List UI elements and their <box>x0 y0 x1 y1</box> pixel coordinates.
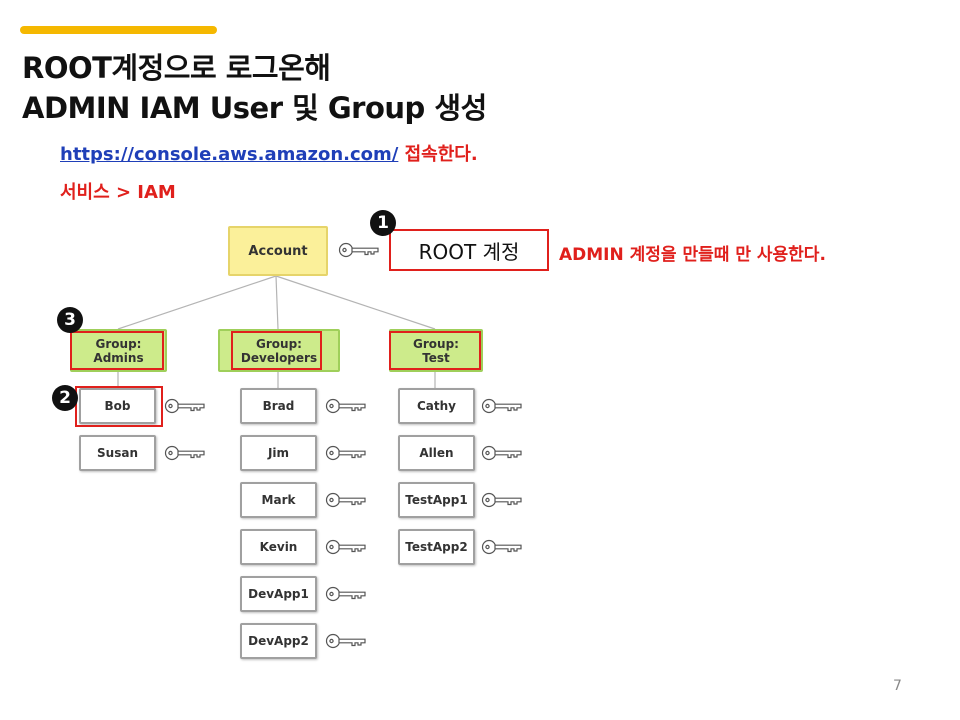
key-icon <box>481 398 522 414</box>
group-test-label1: Group: <box>413 336 459 351</box>
badge-2: 2 <box>52 385 78 411</box>
group-developers-label2: Developers <box>240 350 318 365</box>
key-icon <box>481 539 522 555</box>
user-mark: Mark <box>240 482 317 518</box>
key-icon <box>164 445 205 461</box>
group-admins-label2: Admins <box>93 350 144 365</box>
key-icon <box>325 445 366 461</box>
user-susan: Susan <box>79 435 156 471</box>
service-path: 서비스 > IAM <box>60 182 176 203</box>
group-developers-label1: Group: <box>256 336 302 351</box>
highlight-group-admins <box>70 331 164 370</box>
highlight-user-bob <box>75 386 163 427</box>
root-account-box: ROOT 계정 <box>389 229 549 271</box>
user-jim: Jim <box>240 435 317 471</box>
key-icon <box>325 492 366 508</box>
key-icon <box>338 242 379 258</box>
root-account-note: ADMIN 계정을 만들때 만 사용한다. <box>559 245 826 265</box>
key-icon <box>325 539 366 555</box>
group-developers: Group: Developers <box>218 329 340 372</box>
url-suffix: 접속한다. <box>398 144 478 165</box>
user-testapp1: TestApp1 <box>398 482 475 518</box>
highlight-group-test <box>389 331 481 370</box>
group-test: Group: Test <box>389 329 483 372</box>
page-number: 7 <box>893 678 902 694</box>
console-url-link[interactable]: https://console.aws.amazon.com/ <box>60 144 399 165</box>
user-brad: Brad <box>240 388 317 424</box>
user-cathy: Cathy <box>398 388 475 424</box>
badge-3: 3 <box>57 307 83 333</box>
key-icon <box>325 398 366 414</box>
badge-1: 1 <box>370 210 396 236</box>
group-admins-label1: Group: <box>95 336 142 351</box>
key-icon <box>481 445 522 461</box>
user-devapp1: DevApp1 <box>240 576 317 612</box>
highlight-group-developers <box>231 331 322 370</box>
user-allen: Allen <box>398 435 475 471</box>
slide-title-line1: ROOT계정으로 로그온해 <box>22 51 331 85</box>
key-icon <box>481 492 522 508</box>
key-icon <box>325 586 366 602</box>
user-testapp2: TestApp2 <box>398 529 475 565</box>
key-icon <box>325 633 366 649</box>
user-bob: Bob <box>79 388 156 424</box>
user-kevin: Kevin <box>240 529 317 565</box>
key-icon <box>164 398 205 414</box>
group-test-label2: Test <box>422 350 450 365</box>
console-url-line: https://console.aws.amazon.com/ 접속한다. <box>60 140 478 166</box>
group-admins: Group: Admins <box>70 329 167 372</box>
slide-title-line2: ADMIN IAM User 및 Group 생성 <box>22 91 487 125</box>
user-devapp2: DevApp2 <box>240 623 317 659</box>
accent-bar <box>20 26 217 34</box>
account-node: Account <box>228 226 328 276</box>
